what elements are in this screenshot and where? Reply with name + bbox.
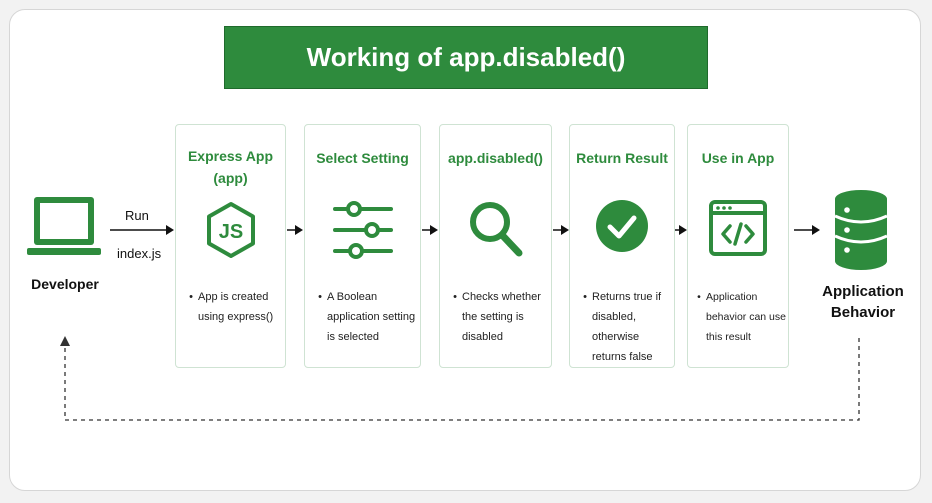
step-description-text: App is created using express() bbox=[198, 291, 274, 323]
svg-text:JS: JS bbox=[218, 221, 242, 243]
developer-label: Developer bbox=[31, 276, 99, 292]
bullet: • bbox=[318, 291, 322, 303]
arrow-step1-to-step2 bbox=[287, 225, 303, 235]
arrow-step5-to-application bbox=[794, 225, 820, 235]
step-card-use-in-app: Use in App • Application behavior can us… bbox=[687, 124, 789, 368]
step-card-return-result: Return Result • Returns true if disabled… bbox=[569, 124, 675, 368]
step-description: • App is created using express() bbox=[184, 287, 281, 327]
step-title: Use in App bbox=[701, 150, 775, 166]
nodejs-icon: JS bbox=[206, 202, 255, 258]
arrow-step2-to-step3 bbox=[422, 225, 438, 235]
step-card-select-setting: Select Setting • A Boolean application s… bbox=[304, 124, 421, 368]
step-card-express-app: Express App (app) JS • App is created us… bbox=[175, 124, 286, 368]
code-window-icon bbox=[709, 200, 767, 256]
step-title: app.disabled() bbox=[448, 150, 543, 166]
laptop-icon bbox=[27, 197, 101, 255]
step-card-app-disabled: app.disabled() • Checks whether the sett… bbox=[439, 124, 552, 368]
arrow-step3-to-step4 bbox=[553, 225, 569, 235]
bullet: • bbox=[697, 291, 701, 303]
step-title: Return Result bbox=[576, 150, 668, 166]
step-title: Express App (app) bbox=[187, 148, 274, 186]
step-description: • Returns true if disabled, otherwise re… bbox=[578, 287, 670, 367]
step-description: • Checks whether the setting is disabled bbox=[448, 287, 547, 347]
sliders-icon bbox=[332, 201, 393, 259]
step-description-text: A Boolean application setting is selecte… bbox=[327, 291, 416, 343]
step-description: • Application behavior can use this resu… bbox=[692, 287, 788, 347]
run-file-label: index.js bbox=[117, 246, 162, 261]
check-circle-icon bbox=[596, 200, 648, 252]
database-icon bbox=[834, 190, 888, 270]
step-description: • A Boolean application setting is selec… bbox=[313, 287, 416, 347]
bullet: • bbox=[189, 291, 193, 303]
bullet: • bbox=[583, 291, 587, 303]
step-description-text: Application behavior can use this result bbox=[706, 291, 786, 343]
step-description-text: Returns true if disabled, otherwise retu… bbox=[592, 291, 662, 363]
step-title: Select Setting bbox=[316, 150, 409, 166]
run-label: Run bbox=[125, 208, 149, 223]
search-icon bbox=[469, 202, 522, 257]
arrow-developer-to-app bbox=[110, 225, 174, 235]
bullet: • bbox=[453, 291, 457, 303]
application-label: Application Behavior bbox=[822, 283, 904, 321]
diagram-title: Working of app.disabled() bbox=[224, 26, 708, 89]
step-description-text: Checks whether the setting is disabled bbox=[462, 291, 541, 343]
